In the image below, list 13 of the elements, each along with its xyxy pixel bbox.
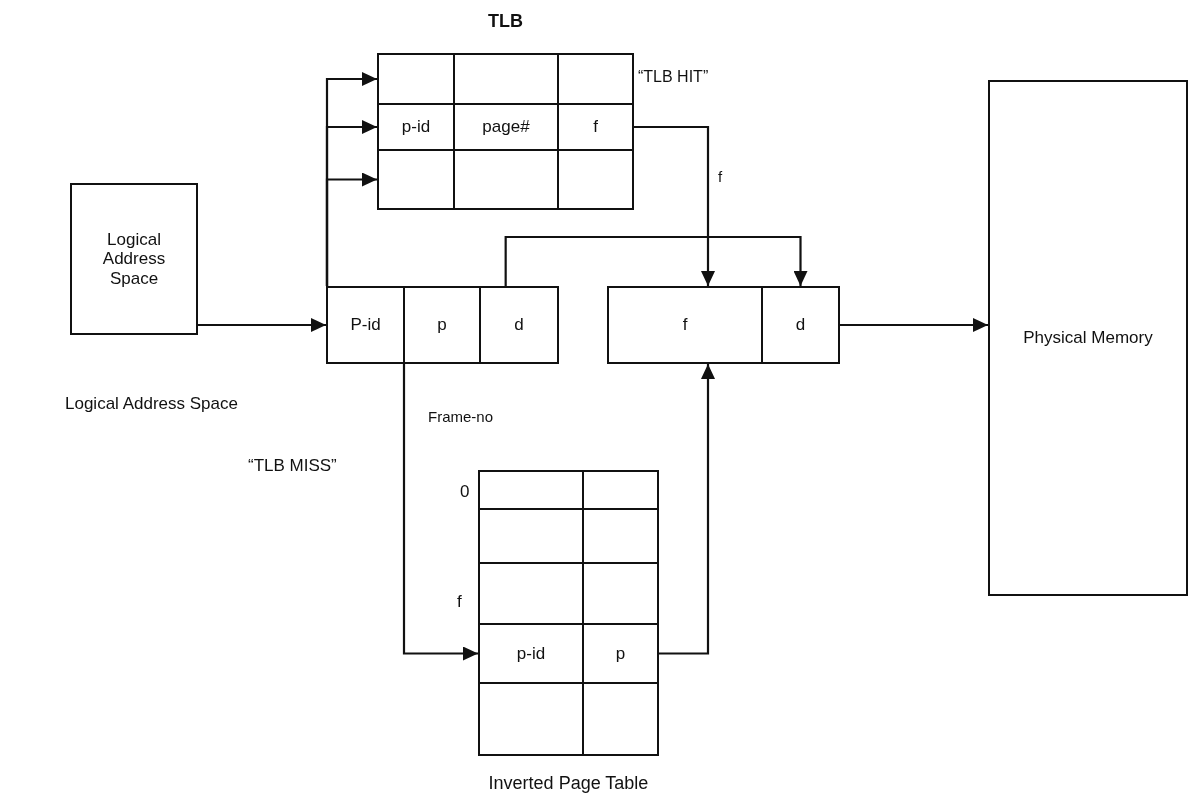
edge-label: f — [716, 168, 725, 185]
table-title: TLB — [487, 11, 524, 32]
arrow — [402, 364, 478, 661]
physical-memory-box: Physical Memory — [988, 80, 1188, 596]
arrow — [504, 235, 808, 286]
arrow — [198, 318, 326, 332]
annotation: Logical Address Space — [63, 394, 240, 414]
arrow — [840, 318, 988, 332]
table-title: Inverted Page Table — [487, 773, 650, 794]
arrow — [659, 364, 715, 655]
arrow — [325, 172, 377, 286]
address-space-box: Logical Address Space — [70, 183, 198, 335]
arrow — [634, 125, 715, 286]
